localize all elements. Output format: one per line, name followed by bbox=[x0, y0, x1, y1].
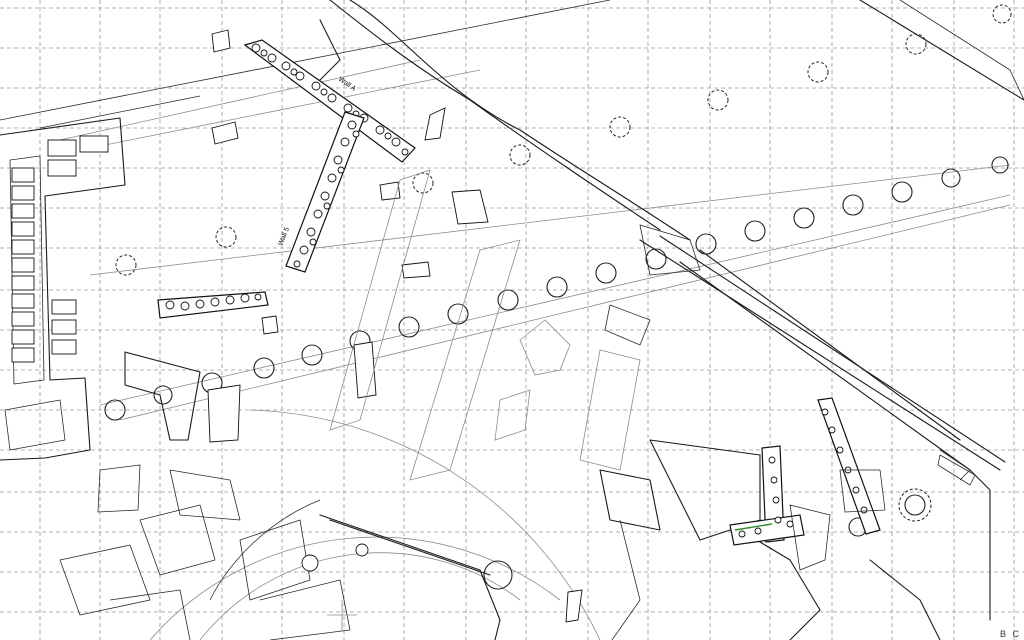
wall-a-label: Wall A bbox=[337, 76, 357, 93]
wall-5-label: Wall 5 bbox=[277, 226, 291, 247]
southwest-structures bbox=[4, 351, 513, 640]
postholes-lower-row bbox=[104, 156, 1009, 537]
postholes-upper-row bbox=[115, 4, 1012, 276]
corner-grid-label: B C bbox=[1000, 629, 1021, 639]
faint-ghost-outlines bbox=[329, 169, 641, 481]
trench-boundaries bbox=[0, 0, 1024, 621]
east-trench bbox=[599, 224, 976, 640]
wall-a bbox=[243, 39, 416, 163]
arc-features bbox=[149, 409, 601, 640]
wall-fragment-west bbox=[157, 291, 269, 319]
stone-clusters bbox=[207, 29, 583, 623]
west-stone-structure bbox=[0, 117, 126, 461]
wall-5 bbox=[285, 111, 365, 273]
